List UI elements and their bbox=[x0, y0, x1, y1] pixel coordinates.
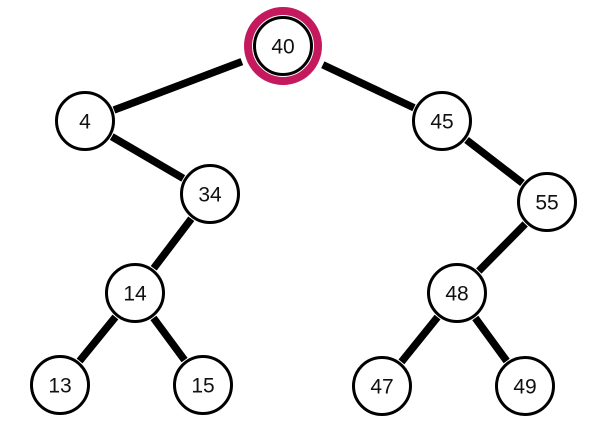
node-circle-15[interactable] bbox=[173, 355, 233, 415]
node-circle-40[interactable] bbox=[253, 16, 313, 76]
node-circle-55[interactable] bbox=[517, 172, 577, 232]
tree-node-45[interactable]: 45 bbox=[412, 91, 472, 151]
node-circle-4[interactable] bbox=[55, 91, 115, 151]
tree-node-14[interactable]: 14 bbox=[105, 263, 165, 323]
tree-edge-40-4 bbox=[112, 58, 244, 114]
tree-edge-14-15 bbox=[150, 315, 188, 363]
node-circle-48[interactable] bbox=[427, 263, 487, 323]
node-circle-47[interactable] bbox=[352, 356, 412, 416]
tree-node-34[interactable]: 34 bbox=[180, 164, 240, 224]
tree-edge-48-49 bbox=[472, 315, 510, 364]
tree-edge-45-55 bbox=[464, 136, 525, 187]
node-label-49: 49 bbox=[513, 376, 536, 399]
node-circle-13[interactable] bbox=[30, 355, 90, 415]
tree-node-55[interactable]: 55 bbox=[517, 172, 577, 232]
tree-node-48[interactable]: 48 bbox=[427, 263, 487, 323]
node-label-55: 55 bbox=[535, 192, 558, 215]
node-circle-34[interactable] bbox=[180, 164, 240, 224]
node-label-47: 47 bbox=[370, 376, 393, 399]
tree-edge-55-48 bbox=[476, 221, 528, 274]
edge-layer bbox=[76, 58, 528, 365]
node-label-48: 48 bbox=[445, 283, 468, 306]
node-layer: 40 4 45 34 55 14 48 13 15 47 49 bbox=[30, 7, 577, 416]
node-label-14: 14 bbox=[123, 283, 147, 306]
tree-edge-40-45 bbox=[321, 61, 416, 112]
node-label-34: 34 bbox=[198, 184, 222, 207]
node-label-15: 15 bbox=[191, 375, 214, 398]
node-circle-14[interactable] bbox=[105, 263, 165, 323]
tree-node-13[interactable]: 13 bbox=[30, 355, 90, 415]
tree-edge-4-34 bbox=[109, 133, 186, 182]
node-label-40: 40 bbox=[271, 36, 294, 59]
node-label-13: 13 bbox=[48, 375, 71, 398]
tree-edge-14-13 bbox=[76, 314, 119, 364]
highlight-ring-40 bbox=[244, 7, 322, 85]
tree-node-49[interactable]: 49 bbox=[495, 356, 555, 416]
tree-node-4[interactable]: 4 bbox=[55, 91, 115, 151]
tree-edge-34-14 bbox=[150, 216, 195, 271]
tree-node-47[interactable]: 47 bbox=[352, 356, 412, 416]
tree-node-40[interactable]: 40 bbox=[244, 7, 322, 85]
tree-node-15[interactable]: 15 bbox=[173, 355, 233, 415]
node-circle-49[interactable] bbox=[495, 356, 555, 416]
node-circle-45[interactable] bbox=[412, 91, 472, 151]
node-label-45: 45 bbox=[430, 111, 453, 134]
node-label-4: 4 bbox=[79, 111, 91, 134]
tree-edge-48-47 bbox=[398, 314, 441, 365]
